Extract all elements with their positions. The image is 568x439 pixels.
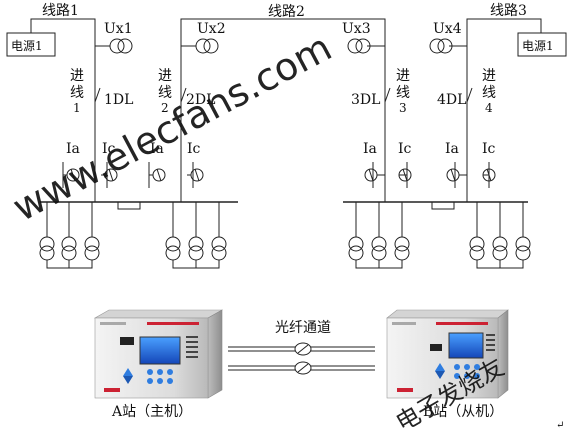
label-dl4: 4DL [437,92,466,108]
label-source-left: 电源1 [11,39,43,53]
single-line-diagram [6,18,567,269]
label-in1-c: 1 [73,101,81,115]
label-in1-b: 线 [70,85,84,101]
label-in4-a: 进 [482,68,496,84]
label-in3-a: 进 [396,68,410,84]
label-dl2: 2DL [186,92,215,108]
label-ic-1: Ic [102,141,116,157]
label-ux2: Ux2 [197,21,226,37]
label-in3-c: 3 [399,101,407,115]
pt-ux3-icon [347,38,371,54]
label-in2-a: 进 [158,68,172,84]
power-source-right [517,32,567,57]
watermark-site: www.elecfans.com [6,25,339,230]
transformer-group-1 [39,236,100,261]
label-dl1: 1DL [104,92,133,108]
label-station-b: B站（从机） [423,404,503,420]
bus-tie-left [117,202,141,210]
pt-ux2-icon [195,38,219,54]
label-line1: 线路1 [42,3,79,19]
transformer-group-3 [348,236,410,261]
pt-ux1-icon [109,38,133,54]
label-ic-3: Ic [398,141,412,157]
label-dl3: 3DL [351,92,380,108]
device-station-b [386,309,509,399]
ct-ia-4-icon [446,168,460,182]
label-ic-4: Ic [482,141,496,157]
label-source-right: 电源1 [522,39,554,53]
label-ia-1: Ia [66,141,80,157]
label-ia-2: Ia [150,141,164,157]
label-ux4: Ux4 [433,21,462,37]
label-ia-4: Ia [445,141,459,157]
ct-ia-3-icon [364,168,378,182]
label-fiber: 光纤通道 [275,320,331,336]
transformer-group-4 [469,236,531,261]
label-in3-b: 线 [396,85,410,101]
label-in1-a: 进 [70,68,84,84]
label-in4-b: 线 [482,85,496,101]
corner-mark: ↵ [556,420,564,431]
label-in4-c: 4 [485,101,493,115]
label-in2-c: 2 [161,101,169,115]
label-line3: 线路3 [490,3,527,19]
label-ic-2: Ic [187,141,201,157]
label-ia-3: Ia [363,141,377,157]
label-in2-b: 线 [158,85,172,101]
bus-tie-right [431,202,455,210]
fiber-channel [228,342,375,375]
label-ux3: Ux3 [342,21,371,37]
label-station-a: A站（主机） [111,404,192,420]
label-line2: 线路2 [268,4,305,20]
pt-ux4-icon [429,38,453,54]
ct-ia-2-icon [152,168,166,182]
label-ux1: Ux1 [104,21,133,37]
transformer-group-2 [165,236,227,261]
device-station-a [93,309,224,399]
